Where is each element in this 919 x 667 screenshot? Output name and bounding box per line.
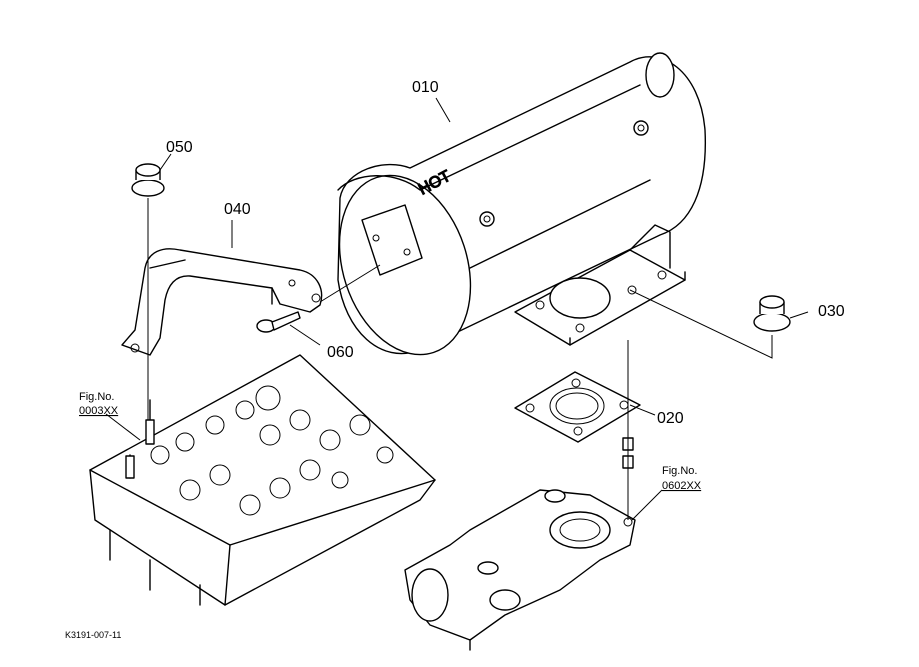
part-label-050: 050: [166, 139, 193, 156]
flange-nut-050: [131, 163, 165, 197]
part-label-040: 040: [224, 201, 251, 218]
fig-ref-left-line2: 0003XX: [79, 405, 119, 417]
part-label-020: 020: [657, 410, 684, 427]
flange-nut-030: [753, 295, 791, 332]
fig-ref-right-line1: Fig.No.: [662, 465, 697, 477]
cylinder-head: [89, 354, 436, 606]
gasket-020: [514, 371, 641, 443]
fig-ref-left-line1: Fig.No.: [79, 391, 114, 403]
exhaust-manifold: [404, 489, 636, 651]
part-label-060: 060: [327, 344, 354, 361]
leader-lines: [105, 97, 809, 521]
muffler-bracket: [121, 248, 323, 356]
part-label-030: 030: [818, 303, 845, 320]
drawing-code: K3191-007-11: [65, 630, 121, 640]
bolt-060: [256, 311, 301, 333]
part-label-010: 010: [412, 79, 439, 96]
fig-ref-right-line2: 0602XX: [662, 480, 702, 492]
muffler: [337, 52, 707, 356]
